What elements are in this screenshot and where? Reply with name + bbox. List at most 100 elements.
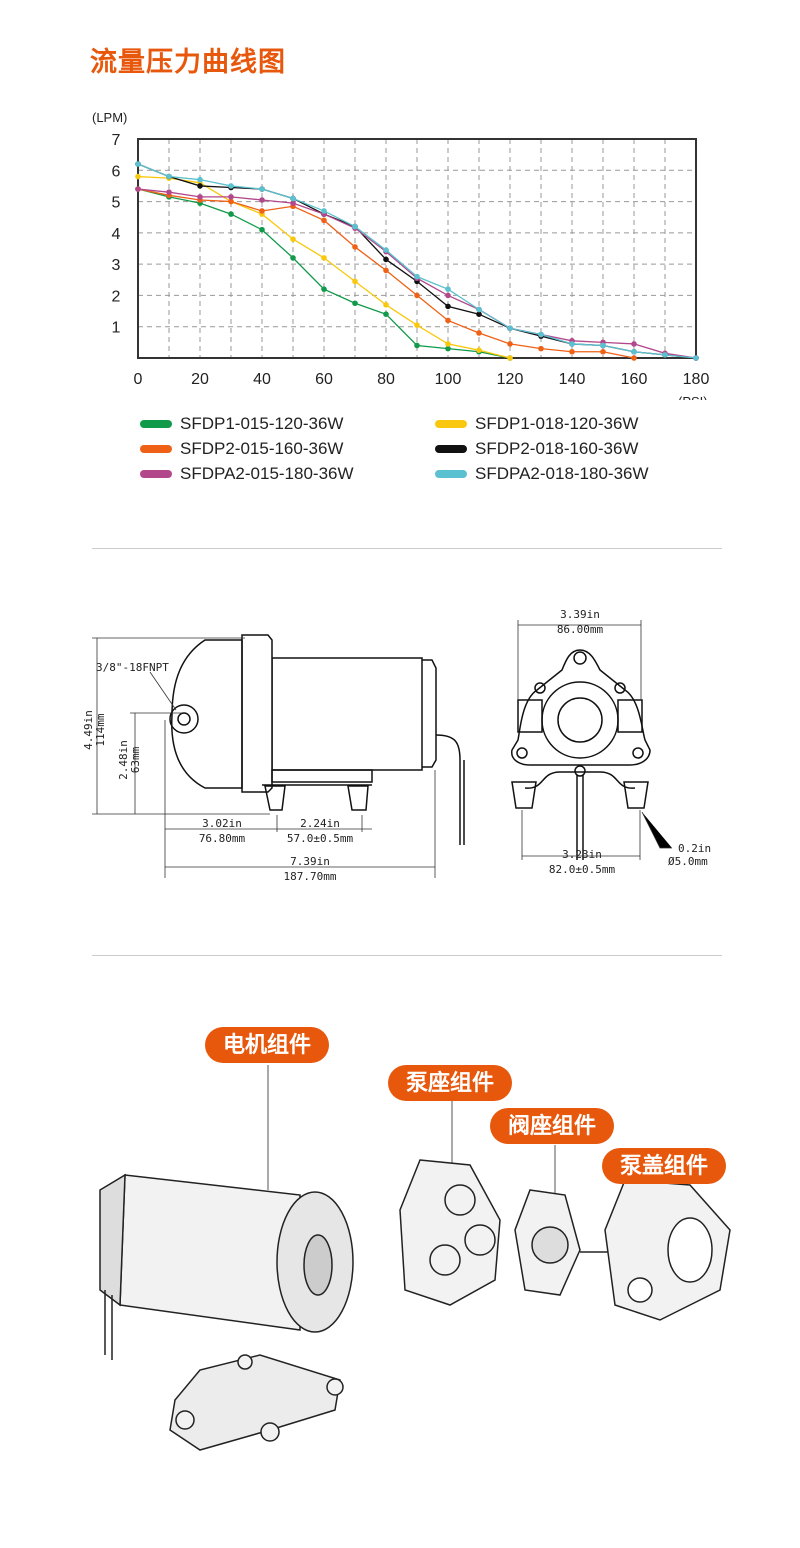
data-point [383, 302, 389, 308]
x-tick-label: 120 [497, 371, 524, 388]
y-tick-label: 5 [112, 195, 121, 212]
data-point [259, 186, 265, 192]
x-tick-label: 0 [134, 371, 143, 388]
side-dimension-drawing: 3/8"-18FNPT 4.49in 114mm 2.48in 63mm 3.0… [82, 608, 711, 883]
data-point [290, 255, 296, 261]
legend-label: SFDP1-018-120-36W [475, 414, 639, 433]
data-point [197, 194, 203, 200]
data-point [538, 331, 544, 338]
label-pump-cover-assembly: 泵盖组件 [602, 1148, 727, 1184]
x-tick-label: 40 [253, 371, 271, 388]
y-axis-label: (LPM) [92, 110, 127, 125]
divider [92, 548, 722, 549]
data-point [662, 352, 668, 358]
legend-item: SFDP1-015-120-36W [140, 414, 343, 434]
height-in: 4.49in [82, 710, 95, 750]
data-point [445, 286, 451, 292]
data-point [290, 236, 296, 242]
legend-swatch [140, 420, 172, 428]
label-valve-seat-assembly: 阀座组件 [490, 1108, 615, 1144]
data-point [414, 292, 420, 299]
legend-item: SFDPA2-018-180-36W [435, 464, 649, 484]
y-tick-label: 7 [112, 132, 121, 149]
data-point [135, 161, 141, 167]
data-point [631, 341, 637, 347]
data-point [228, 211, 234, 217]
x-axis-label: (PSI) [678, 394, 708, 400]
legend-label: SFDP2-015-160-36W [180, 439, 344, 458]
data-point [352, 244, 358, 250]
data-point [414, 342, 420, 349]
legend-label: SFDP2-018-160-36W [475, 439, 639, 458]
plot-frame [137, 138, 697, 359]
port-height-mm: 63mm [129, 746, 142, 773]
flow-pressure-chart: 0204060801001201401601801234567(LPM)(PSI… [92, 110, 709, 400]
data-point [321, 255, 327, 261]
y-tick-label: 3 [112, 257, 121, 274]
port-to-foot-in: 3.02in [202, 817, 242, 830]
data-point [569, 348, 575, 355]
x-tick-label: 60 [315, 371, 333, 388]
data-point [259, 197, 265, 203]
port-height-in: 2.48in [117, 740, 130, 780]
foot-spacing-in: 2.24in [300, 817, 340, 830]
foot-spacing-mm: 57.0±0.5mm [287, 832, 354, 845]
legend-item: SFDP2-015-160-36W [140, 439, 343, 459]
data-point [197, 176, 203, 183]
data-point [693, 355, 699, 361]
x-tick-label: 100 [435, 371, 462, 388]
data-point [259, 226, 265, 233]
data-point [383, 256, 389, 263]
data-point [290, 195, 296, 202]
data-point [507, 325, 513, 332]
data-point [445, 292, 451, 299]
data-point [569, 341, 575, 347]
length-mm: 187.70mm [284, 870, 337, 883]
data-point [631, 348, 637, 355]
data-point [197, 183, 203, 189]
exploded-view [99, 1065, 731, 1451]
data-point [321, 217, 327, 224]
data-point [476, 330, 482, 336]
width-mm: 86.00mm [557, 623, 604, 636]
data-point [414, 322, 420, 328]
data-point [166, 173, 172, 180]
data-point [507, 355, 513, 361]
data-point [383, 267, 389, 274]
data-point [352, 300, 358, 307]
height-mm: 114mm [94, 713, 107, 746]
label-pump-seat-assembly: 泵座组件 [388, 1065, 513, 1101]
data-point [228, 194, 234, 200]
data-point [414, 273, 420, 280]
data-point [445, 303, 451, 310]
data-point [135, 173, 141, 180]
x-tick-label: 20 [191, 371, 209, 388]
data-point [600, 348, 606, 355]
front-foot-spacing-mm: 82.0±0.5mm [549, 863, 616, 876]
y-tick-label: 1 [112, 320, 121, 337]
front-foot-spacing-in: 3.23in [562, 848, 602, 861]
divider [92, 955, 722, 956]
data-point [476, 306, 482, 313]
data-point [135, 186, 141, 192]
data-point [476, 347, 482, 353]
data-point [507, 341, 513, 347]
data-point [259, 208, 265, 214]
port-to-foot-mm: 76.80mm [199, 832, 246, 845]
legend-swatch [435, 445, 467, 453]
legend-swatch [435, 420, 467, 428]
label-motor-assembly: 电机组件 [205, 1027, 330, 1063]
x-tick-label: 140 [559, 371, 586, 388]
data-point [383, 311, 389, 318]
data-point [228, 183, 234, 189]
data-point [445, 341, 451, 347]
legend-swatch [140, 445, 172, 453]
data-point [166, 189, 172, 195]
data-point [445, 345, 451, 352]
legend-item: SFDPA2-015-180-36W [140, 464, 354, 484]
data-point [352, 223, 358, 230]
y-tick-label: 6 [112, 163, 121, 180]
data-point [321, 208, 327, 214]
x-tick-label: 80 [377, 371, 395, 388]
